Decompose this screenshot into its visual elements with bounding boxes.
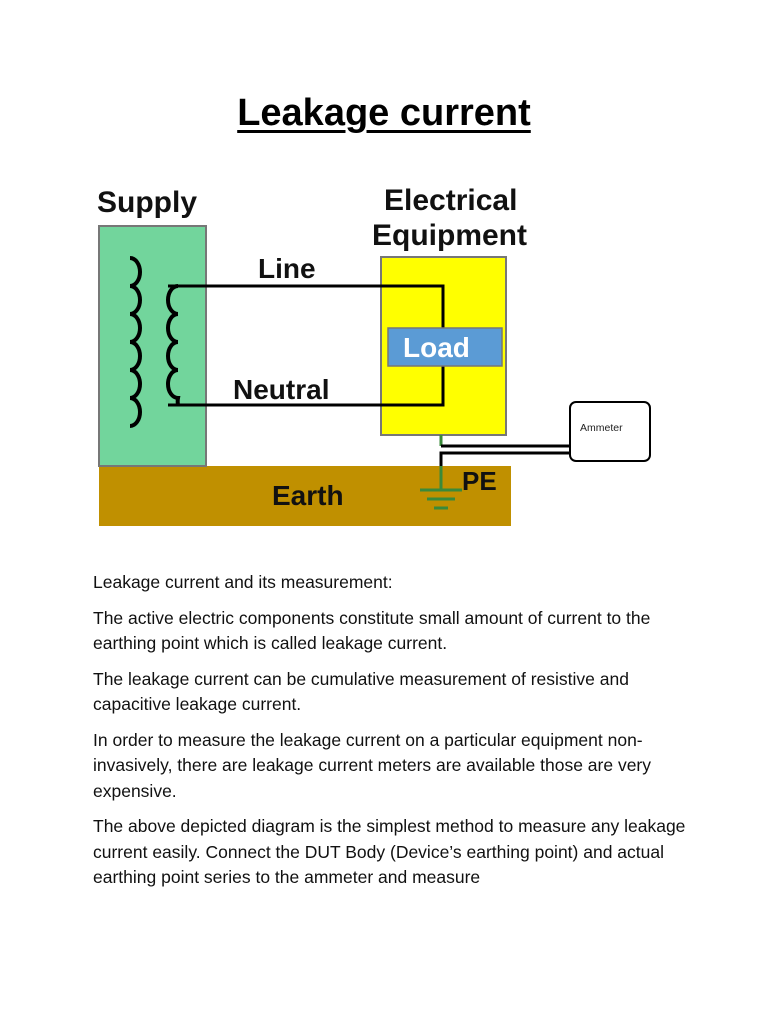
page-title: Leakage current: [237, 92, 531, 134]
equipment-label-line1: Electrical: [384, 184, 517, 217]
equipment-label-line2: Equipment: [372, 219, 527, 252]
neutral-wire: [168, 366, 445, 407]
primary-coil: [129, 256, 142, 428]
paragraph: In order to measure the leakage current …: [93, 729, 652, 801]
earth-label: Earth: [272, 480, 344, 511]
pe-label: PE: [462, 466, 497, 496]
paragraph: The active electric components constitut…: [93, 607, 651, 654]
ground-icon: [420, 466, 462, 510]
ammeter-box: [569, 401, 651, 462]
load-box: [387, 327, 503, 367]
paragraph: The leakage current can be cumulative me…: [93, 668, 629, 715]
secondary-coil: [166, 284, 181, 406]
line-label: Line: [258, 253, 316, 284]
neutral-label: Neutral: [233, 374, 329, 405]
paragraph: The above depicted diagram is the simple…: [93, 816, 686, 887]
load-label: Load: [403, 332, 470, 363]
leakage-current-diagram: Earth Supply Electrical Equipment Line N…: [97, 184, 651, 526]
supply-label: Supply: [97, 186, 197, 219]
line-wire: [168, 284, 445, 330]
paragraph: Leakage current and its measurement:: [93, 572, 393, 592]
supply-box: [98, 225, 207, 467]
body-text: Leakage current and its measurement: The…: [93, 570, 693, 901]
ammeter-label: Ammeter: [580, 422, 623, 434]
